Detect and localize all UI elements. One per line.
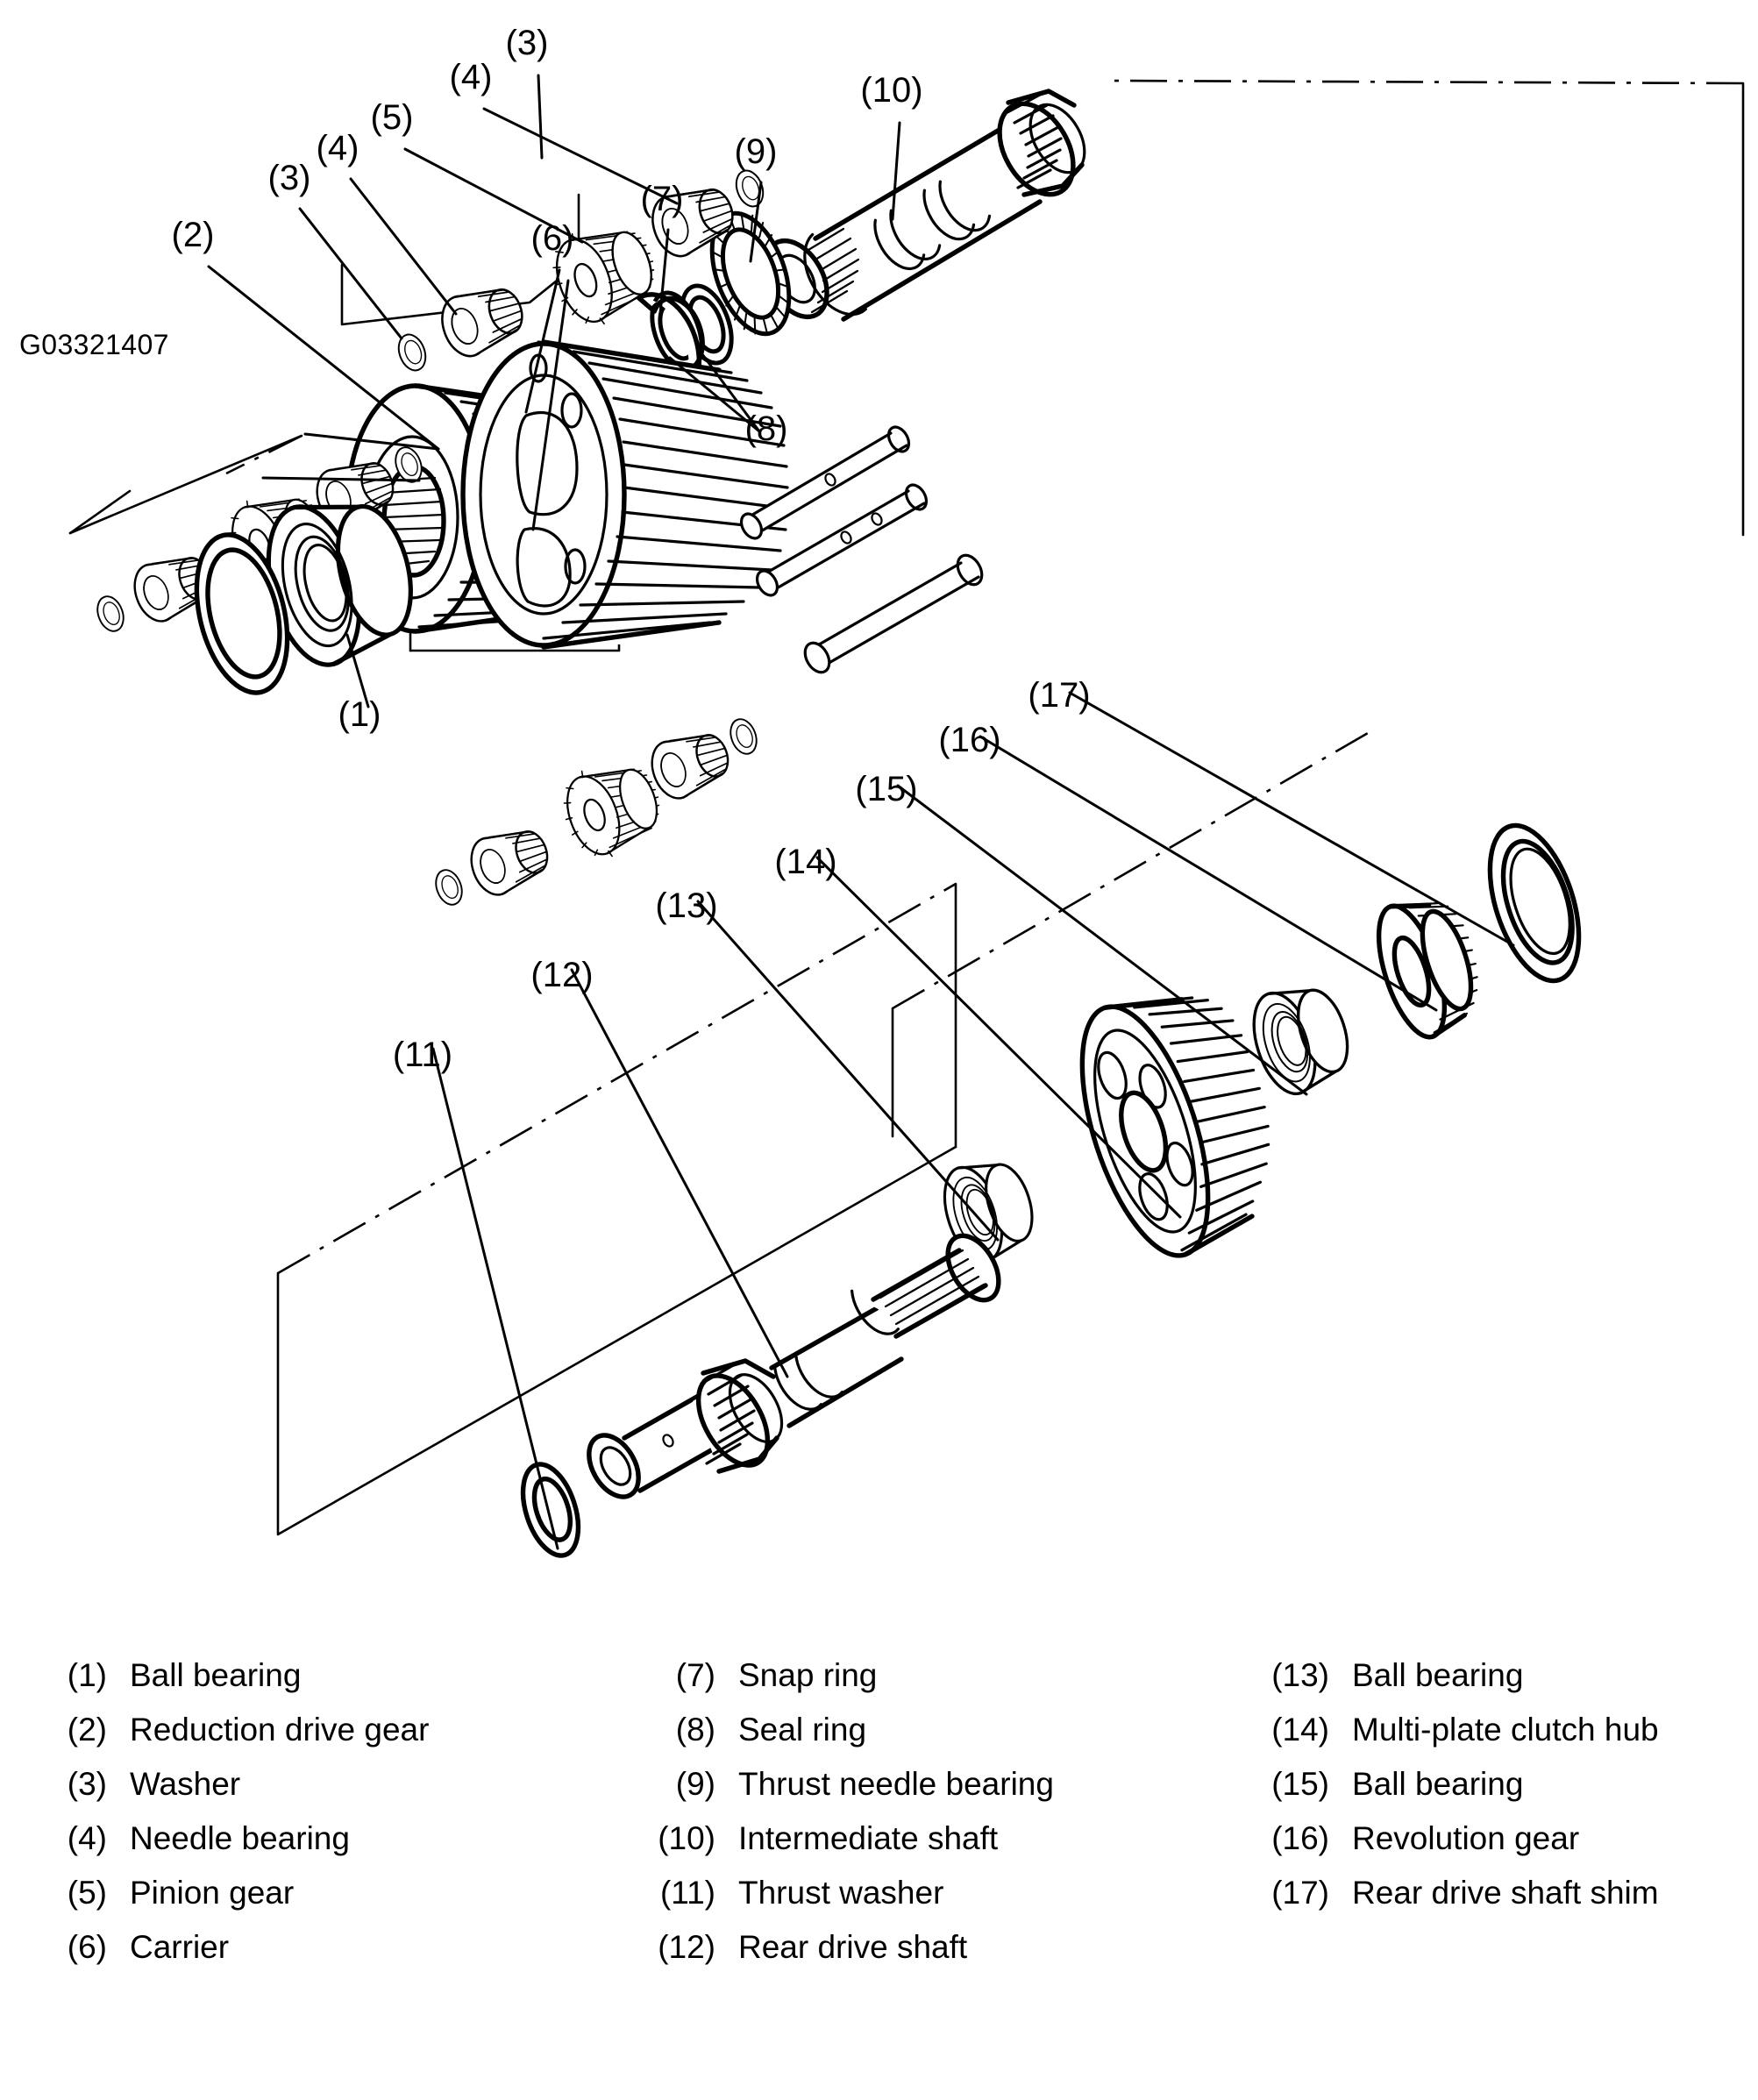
legend-item: (13) Ball bearing — [1238, 1657, 1659, 1712]
callout-10: (10) — [860, 71, 922, 110]
legend-item: (3) Washer — [16, 1766, 429, 1820]
parts-legend: (1) Ball bearing (2) Reduction drive gear (3… — [0, 1657, 1758, 2100]
legend-item-number: (1) — [67, 1657, 107, 1693]
callout-7: (7) — [641, 180, 684, 218]
legend-item-number: (12) — [658, 1929, 715, 1965]
legend-item-number: (9) — [675, 1766, 715, 1802]
callout-17: (17) — [1028, 676, 1090, 715]
legend-item-number: (17) — [1271, 1875, 1329, 1911]
legend-item-number: (4) — [67, 1820, 107, 1856]
callout-11: (11) — [393, 1036, 452, 1074]
legend-item-label: Seal ring — [738, 1712, 867, 1748]
callout-3: (3) — [268, 159, 311, 197]
legend-item: (5) Pinion gear — [16, 1875, 429, 1929]
legend-item-label: Multi-plate clutch hub — [1352, 1712, 1659, 1748]
legend-item-number: (8) — [675, 1712, 715, 1748]
legend-column-3: (13) Ball bearing (14) Multi-plate clutch h… — [1238, 1657, 1659, 1929]
legend-item: (17) Rear drive shaft shim — [1238, 1875, 1659, 1929]
legend-item-label: Reduction drive gear — [130, 1712, 430, 1748]
legend-item-number: (3) — [67, 1766, 107, 1802]
callout-14: (14) — [774, 843, 836, 881]
callout-16: (16) — [938, 721, 1000, 759]
legend-item-number: (11) — [659, 1875, 715, 1911]
exploded-view-diagram: (1)(2)(3)(4)(5)(4)(3)(6)(7)(8)(9)(10)(11… — [68, 24, 1745, 1558]
callout-9: (9) — [735, 132, 778, 171]
legend-item: (8) Seal ring — [624, 1712, 1054, 1766]
callout-1: (1) — [338, 695, 381, 734]
legend-item-label: Intermediate shaft — [738, 1820, 999, 1856]
legend-item-label: Washer — [130, 1766, 241, 1802]
legend-item: (14) Multi-plate clutch hub — [1238, 1712, 1659, 1766]
legend-column-1: (1) Ball bearing (2) Reduction drive gear (3… — [16, 1657, 430, 1983]
callout-3b: (3) — [506, 24, 549, 62]
legend-item-label: Revolution gear — [1352, 1820, 1580, 1856]
legend-item-label: Needle bearing — [130, 1820, 350, 1856]
legend-item: (1) Ball bearing — [16, 1657, 429, 1712]
legend-item-number: (16) — [1271, 1820, 1329, 1856]
callout-13: (13) — [655, 886, 717, 925]
legend-item: (9) Thrust needle bearing — [624, 1766, 1054, 1820]
legend-item-label: Pinion gear — [130, 1875, 295, 1911]
legend-item-label: Thrust needle bearing — [738, 1766, 1054, 1802]
legend-item: (4) Needle bearing — [16, 1820, 429, 1875]
legend-item-label: Rear drive shaft shim — [1352, 1875, 1659, 1911]
legend-item-number: (10) — [658, 1820, 715, 1856]
legend-item: (15) Ball bearing — [1238, 1766, 1659, 1820]
legend-item-label: Ball bearing — [130, 1657, 302, 1693]
callout-6: (6) — [531, 219, 574, 258]
legend-item: (12) Rear drive shaft — [624, 1929, 1054, 1983]
legend-item: (16) Revolution gear — [1238, 1820, 1659, 1875]
figure-code: G03321407 — [19, 329, 169, 360]
legend-item-number: (2) — [67, 1712, 107, 1748]
callout-5: (5) — [371, 98, 414, 137]
legend-item: (10) Intermediate shaft — [624, 1820, 1054, 1875]
callout-8: (8) — [745, 409, 788, 448]
legend-item: (7) Snap ring — [624, 1657, 1054, 1712]
callout-2: (2) — [172, 216, 215, 254]
callout-4b: (4) — [450, 58, 493, 96]
legend-column-2: (7) Snap ring (8) Seal ring (9) Thrust needle… — [624, 1657, 1054, 1983]
legend-item-number: (14) — [1271, 1712, 1329, 1748]
legend-item: (2) Reduction drive gear — [16, 1712, 430, 1766]
legend-item-number: (15) — [1271, 1766, 1329, 1802]
legend-item-number: (7) — [675, 1657, 715, 1693]
legend-item-label: Thrust washer — [738, 1875, 944, 1911]
callout-15: (15) — [855, 770, 917, 808]
callout-4: (4) — [317, 129, 359, 167]
legend-item-label: Carrier — [130, 1929, 230, 1965]
legend-item-label: Ball bearing — [1352, 1766, 1524, 1802]
legend-item-number: (5) — [67, 1875, 107, 1911]
legend-item-number: (13) — [1271, 1657, 1329, 1693]
legend-item-label: Rear drive shaft — [738, 1929, 968, 1965]
callout-12: (12) — [530, 956, 593, 994]
legend-item: (6) Carrier — [16, 1929, 429, 1983]
legend-item-number: (6) — [67, 1929, 107, 1965]
legend-item: (11) Thrust washer — [624, 1875, 1054, 1929]
legend-item-label: Ball bearing — [1352, 1657, 1524, 1693]
legend-item-label: Snap ring — [738, 1657, 878, 1693]
